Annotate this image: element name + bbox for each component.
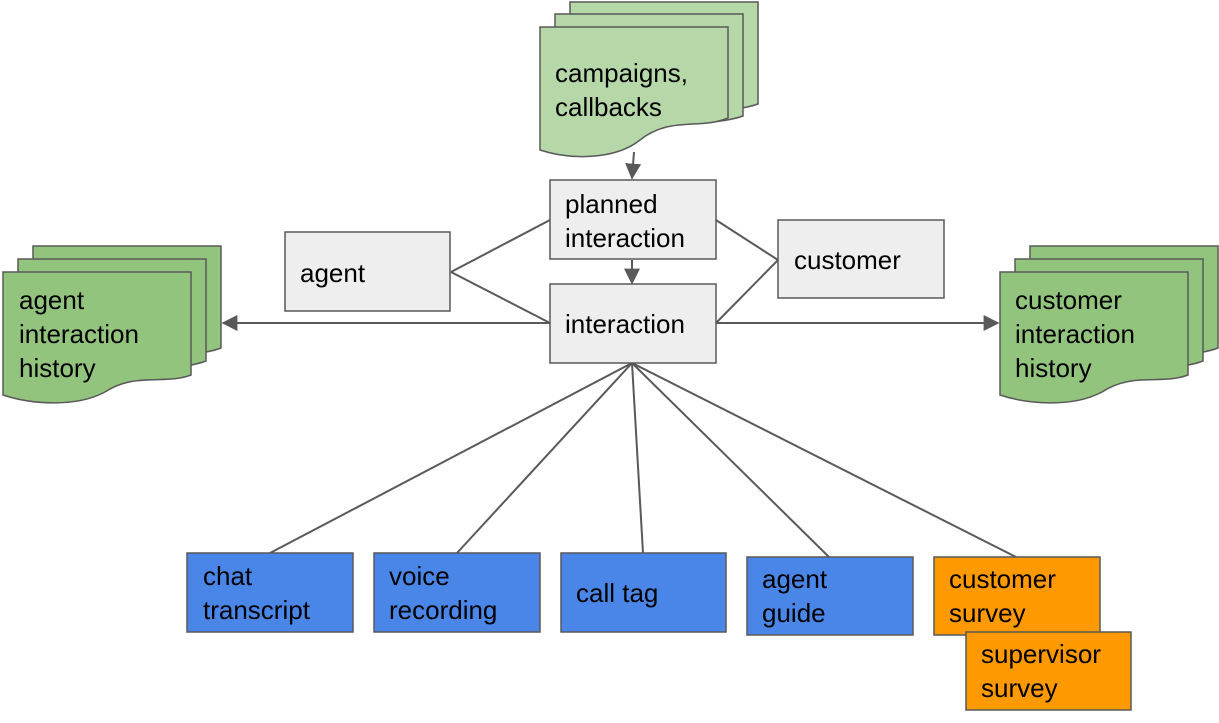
interaction-box bbox=[549, 283, 717, 364]
connector-interaction-to-guide bbox=[631, 362, 830, 558]
supervisor-survey-label: supervisor survey bbox=[981, 639, 1101, 703]
connector-customer-to-planned bbox=[715, 219, 779, 261]
call-tag-box bbox=[560, 552, 727, 633]
campaigns-document-stack bbox=[539, 1, 759, 158]
interaction-label: interaction bbox=[565, 309, 685, 339]
connector-customer-to-interaction bbox=[715, 259, 779, 324]
customer-survey-box bbox=[933, 556, 1101, 636]
agent-guide-box bbox=[746, 556, 914, 636]
supervisor-survey-box bbox=[965, 631, 1132, 711]
agent-label: agent bbox=[300, 258, 366, 288]
agent-history-label: agent interaction history bbox=[19, 285, 139, 383]
agent-box bbox=[284, 231, 451, 312]
agent-history-document-stack bbox=[2, 245, 222, 404]
connector-interaction-to-chat bbox=[269, 362, 633, 554]
customer-survey-label: customer survey bbox=[949, 564, 1056, 628]
connector-campaigns-to-planned bbox=[625, 151, 642, 180]
connector-interaction-to-voice bbox=[456, 362, 633, 554]
customer-history-document-stack bbox=[999, 245, 1219, 404]
chat-transcript-box bbox=[186, 552, 354, 633]
call-tag-label: call tag bbox=[576, 578, 659, 608]
agent-guide-label: agent guide bbox=[762, 564, 828, 628]
planned-interaction-label: planned interaction bbox=[565, 189, 685, 253]
campaigns-label: campaigns, callbacks bbox=[555, 58, 688, 122]
chat-transcript-label: chat transcript bbox=[203, 561, 310, 625]
customer-history-label: customer interaction history bbox=[1015, 285, 1135, 383]
connector-interaction-to-calltag bbox=[631, 362, 644, 554]
connector-agent-to-interaction bbox=[450, 271, 551, 324]
connector-agent-to-planned bbox=[450, 219, 551, 273]
planned-interaction-box bbox=[549, 179, 717, 260]
customer-label: customer bbox=[794, 245, 901, 275]
connector-interaction-to-survey bbox=[631, 362, 1017, 558]
voice-recording-box bbox=[373, 552, 541, 633]
customer-box bbox=[777, 219, 945, 299]
voice-recording-label: voice recording bbox=[389, 561, 498, 625]
